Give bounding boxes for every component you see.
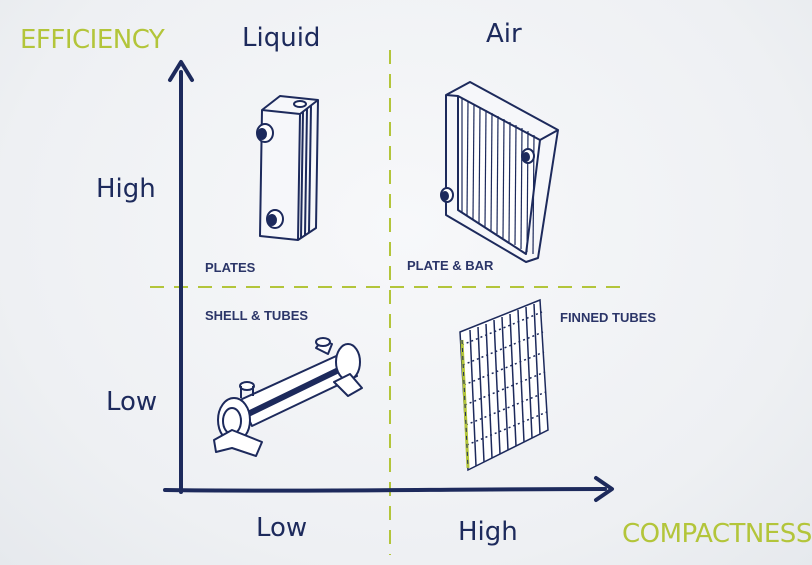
label-shell-and-tubes: SHELL & TUBES [205, 308, 308, 323]
y-axis-title: EFFICIENCY [20, 25, 165, 55]
shell-and-tubes-illustration [213, 337, 363, 457]
x-label-high: High [458, 517, 518, 547]
finned-tubes-illustration [459, 298, 549, 472]
x-axis-title: COMPACTNESS [622, 519, 812, 549]
x-label-low: Low [256, 513, 307, 543]
y-label-high: High [96, 174, 156, 204]
plate-and-bar-illustration [440, 81, 559, 263]
y-axis [168, 60, 194, 494]
label-plate-and-bar: PLATE & BAR [407, 258, 494, 273]
x-axis [163, 476, 614, 502]
plate-heat-exchanger-illustration [256, 95, 319, 241]
column-liquid: Liquid [242, 23, 320, 53]
label-finned-tubes: FINNED TUBES [560, 310, 656, 325]
y-label-low: Low [106, 387, 157, 417]
label-plates: PLATES [205, 260, 256, 275]
column-air: Air [486, 19, 522, 49]
